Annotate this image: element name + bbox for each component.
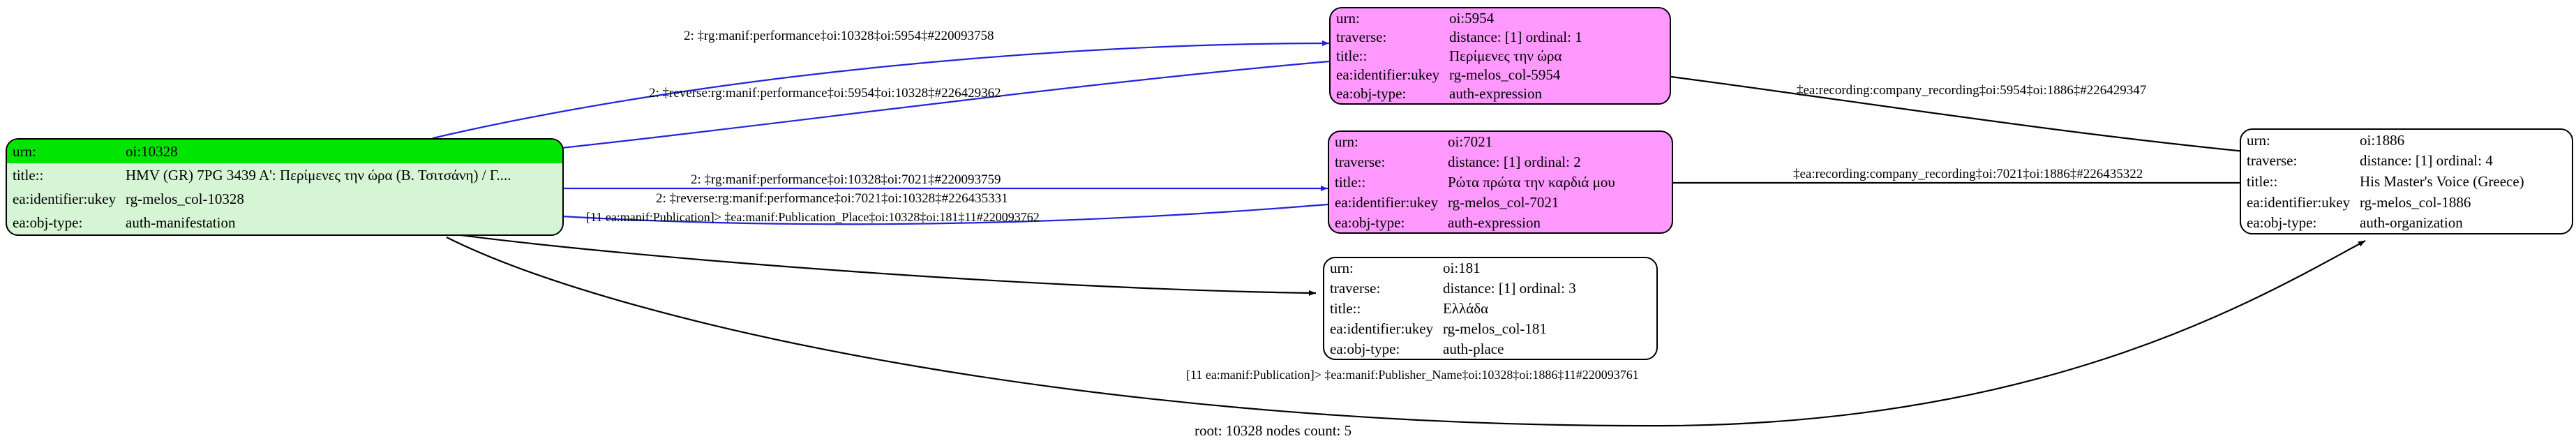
edge-path-e2 <box>436 60 1330 163</box>
node-row: ea:identifier:ukey rg-melos_col-181 <box>1324 318 1656 338</box>
node-row: ea:obj-type: auth-organization <box>2241 212 2572 233</box>
row-value: Ρώτα πρώτα την καρδιά μου <box>1448 173 1615 191</box>
row-key: ea:identifier:ukey <box>1335 193 1439 211</box>
row-key: title:: <box>1330 299 1361 317</box>
row-key: traverse: <box>2247 152 2298 170</box>
node-oi-181[interactable]: urn: oi:181 traverse: distance: [1] ordi… <box>1323 257 1658 360</box>
row-value: rg-melos_col-1886 <box>2360 193 2471 211</box>
row-key: ea:identifier:ukey <box>1336 66 1440 84</box>
row-value: distance: [1] ordinal: 4 <box>2360 152 2493 170</box>
node-row: ea:identifier:ukey rg-melos_col-7021 <box>1329 192 1672 212</box>
row-value: auth-place <box>1443 340 1504 357</box>
edge-label-e7: ‡ea:recording:company_recording‡oi:7021‡… <box>1793 167 2143 181</box>
node-row: title:: Ελλάδα <box>1324 299 1656 319</box>
row-key: ea:obj-type: <box>13 214 83 231</box>
row-key: ea:obj-type: <box>1336 85 1407 103</box>
node-row: traverse: distance: [1] ordinal: 3 <box>1324 278 1656 299</box>
row-value: rg-melos_col-181 <box>1443 320 1547 337</box>
edge-label-e4: 2: ‡reverse:rg:manif:performance‡oi:7021… <box>656 191 1008 206</box>
row-key: urn: <box>7 140 120 163</box>
node-row: ea:obj-type: auth-place <box>1324 338 1656 359</box>
node-row: urn: oi:5954 <box>1331 8 1670 27</box>
node-table-oi-1886: urn: oi:1886 traverse: distance: [1] ord… <box>2241 130 2572 233</box>
row-key: ea:obj-type: <box>1335 214 1405 231</box>
graph-root-label: root: 10328 nodes count: 5 <box>1195 422 1352 439</box>
row-value: oi:10328 <box>120 140 562 163</box>
node-row: ea:identifier:ukey rg-melos_col-1886 <box>2241 192 2572 213</box>
edge-label-e2: 2: ‡reverse:rg:manif:performance‡oi:5954… <box>649 86 1001 100</box>
node-row: title:: Περίμενες την ώρα <box>1331 46 1670 65</box>
edge-label-e1: 2: ‡rg:manif:performance‡oi:10328‡oi:595… <box>684 29 994 43</box>
node-table-oi-10328: urn: oi:10328 title:: HMV (GR) 7PG 3439 … <box>7 140 562 234</box>
row-value: distance: [1] ordinal: 1 <box>1449 28 1582 45</box>
row-key: title:: <box>1336 47 1368 64</box>
row-value: His Master's Voice (Greece) <box>2360 172 2524 190</box>
node-oi-7021[interactable]: urn: oi:7021 traverse: distance: [1] ord… <box>1328 130 1673 234</box>
row-key: ea:identifier:ukey <box>1330 320 1434 337</box>
node-oi-10328[interactable]: urn: oi:10328 title:: HMV (GR) 7PG 3439 … <box>6 138 564 236</box>
edge-label-e3: 2: ‡rg:manif:performance‡oi:10328‡oi:702… <box>691 172 1001 187</box>
row-value: auth-organization <box>2360 214 2463 232</box>
row-value: Περίμενες την ώρα <box>1449 47 1562 64</box>
row-value: rg-melos_col-10328 <box>126 190 244 207</box>
node-row: ea:obj-type: auth-expression <box>1329 212 1672 232</box>
row-value: distance: [1] ordinal: 3 <box>1443 280 1576 297</box>
edge-path-e5 <box>439 231 1317 296</box>
node-row: traverse: distance: [1] ordinal: 1 <box>1331 27 1670 46</box>
row-key: ea:obj-type: <box>1330 340 1400 357</box>
row-key: urn: <box>1335 133 1358 151</box>
row-key: traverse: <box>1336 28 1387 45</box>
node-table-oi-181: urn: oi:181 traverse: distance: [1] ordi… <box>1324 258 1656 359</box>
node-row: ea:identifier:ukey rg-melos_col-5954 <box>1331 66 1670 84</box>
row-key: traverse: <box>1335 154 1386 171</box>
row-key: ea:identifier:ukey <box>13 190 117 207</box>
node-row: ea:identifier:ukey rg-melos_col-10328 <box>7 187 562 211</box>
node-row: urn: oi:181 <box>1324 258 1656 278</box>
row-key: title:: <box>2247 172 2278 190</box>
node-row: urn: oi:1886 <box>2241 130 2572 151</box>
node-row: title:: HMV (GR) 7PG 3439 A': Περίμενες … <box>7 163 562 187</box>
row-key: ea:identifier:ukey <box>2247 193 2351 211</box>
node-row: urn: oi:7021 <box>1329 132 1672 152</box>
row-value: auth-manifestation <box>126 214 236 231</box>
node-row: ea:obj-type: auth-expression <box>1331 84 1670 103</box>
node-oi-1886[interactable]: urn: oi:1886 traverse: distance: [1] ord… <box>2240 128 2573 234</box>
edge-label-e8: [11 ea:manif:Publication]> ‡ea:manif:Pub… <box>1186 368 1639 382</box>
node-table-oi-5954: urn: oi:5954 traverse: distance: [1] ord… <box>1331 8 1670 103</box>
row-value: oi:7021 <box>1448 133 1493 151</box>
row-value: distance: [1] ordinal: 2 <box>1448 154 1581 171</box>
row-value: auth-expression <box>1449 85 1542 103</box>
node-table-oi-7021: urn: oi:7021 traverse: distance: [1] ord… <box>1329 132 1672 232</box>
node-row: title:: Ρώτα πρώτα την καρδιά μου <box>1329 172 1672 193</box>
node-oi-5954[interactable]: urn: oi:5954 traverse: distance: [1] ord… <box>1329 7 1671 105</box>
node-row: traverse: distance: [1] ordinal: 4 <box>2241 151 2572 172</box>
row-value: rg-melos_col-7021 <box>1448 193 1559 211</box>
edge-label-e6: ‡ea:recording:company_recording‡oi:5954‡… <box>1797 83 2147 98</box>
row-value: HMV (GR) 7PG 3439 A': Περίμενες την ώρα … <box>126 166 511 184</box>
row-value: oi:1886 <box>2360 131 2405 149</box>
row-value: oi:5954 <box>1449 9 1495 27</box>
row-key: traverse: <box>1330 280 1381 297</box>
node-row: title:: His Master's Voice (Greece) <box>2241 171 2572 192</box>
node-row: urn: oi:10328 <box>7 140 562 163</box>
edge-label-e5: [11 ea:manif:Publication]> ‡ea:manif:Pub… <box>586 210 1040 224</box>
row-key: title:: <box>1335 173 1366 191</box>
row-value: auth-expression <box>1448 214 1541 231</box>
row-key: urn: <box>1330 260 1354 277</box>
row-key: urn: <box>1336 9 1360 27</box>
node-row: traverse: distance: [1] ordinal: 2 <box>1329 152 1672 172</box>
row-value: rg-melos_col-5954 <box>1449 66 1561 84</box>
node-row: ea:obj-type: auth-manifestation <box>7 211 562 234</box>
row-value: oi:181 <box>1443 260 1481 277</box>
row-key: urn: <box>2247 131 2270 149</box>
row-value: Ελλάδα <box>1443 299 1489 317</box>
row-key: ea:obj-type: <box>2247 214 2317 232</box>
row-key: title:: <box>13 166 44 184</box>
